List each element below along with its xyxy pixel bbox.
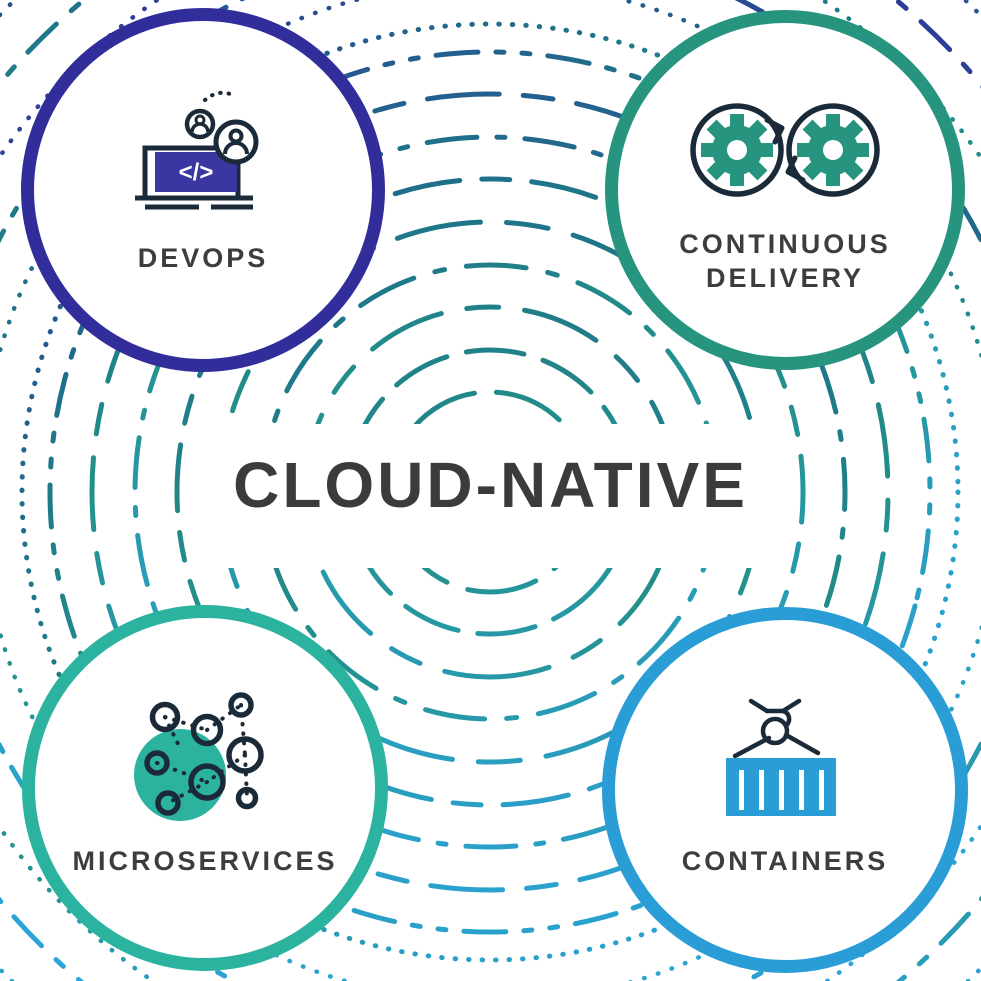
containers-label-line: CONTAINERS	[681, 846, 889, 876]
code-glyph: </>	[179, 159, 214, 186]
title-backdrop	[190, 424, 790, 568]
gear-right-icon	[797, 114, 869, 186]
containers-label: CONTAINERS	[615, 844, 955, 878]
user-badge-large	[213, 119, 259, 165]
network-nodes-icon	[134, 692, 264, 821]
gear-left-icon	[701, 114, 773, 186]
microservices-label-line: MICROSERVICES	[72, 846, 338, 876]
devops-laptop-icon: </>	[135, 90, 259, 210]
container-slats	[739, 770, 824, 810]
crane-container-icon	[726, 698, 836, 816]
user-badge-small	[184, 108, 216, 140]
devops-label-line: DEVOPS	[137, 243, 269, 273]
loop-arrows	[764, 117, 806, 183]
page-title: CLOUD-NATIVE	[233, 449, 748, 521]
node-devops: </> DEVOPS	[21, 8, 385, 372]
infinity-loop	[690, 103, 880, 197]
microservices-label: MICROSERVICES	[35, 844, 375, 878]
node-continuous-delivery: CONTINUOUS DELIVERY	[605, 10, 965, 370]
devops-label: DEVOPS	[34, 241, 372, 275]
cd-label-line2: DELIVERY	[705, 263, 865, 293]
crane-hook	[732, 698, 821, 759]
continuous-delivery-label: CONTINUOUS DELIVERY	[618, 227, 952, 295]
node-containers: CONTAINERS	[602, 607, 968, 973]
cd-label-line1: CONTINUOUS	[679, 229, 891, 259]
infinity-gears-icon	[690, 103, 880, 197]
node-microservices: MICROSERVICES	[22, 605, 388, 971]
dotted-arc	[203, 90, 237, 102]
service-nodes	[144, 692, 264, 816]
